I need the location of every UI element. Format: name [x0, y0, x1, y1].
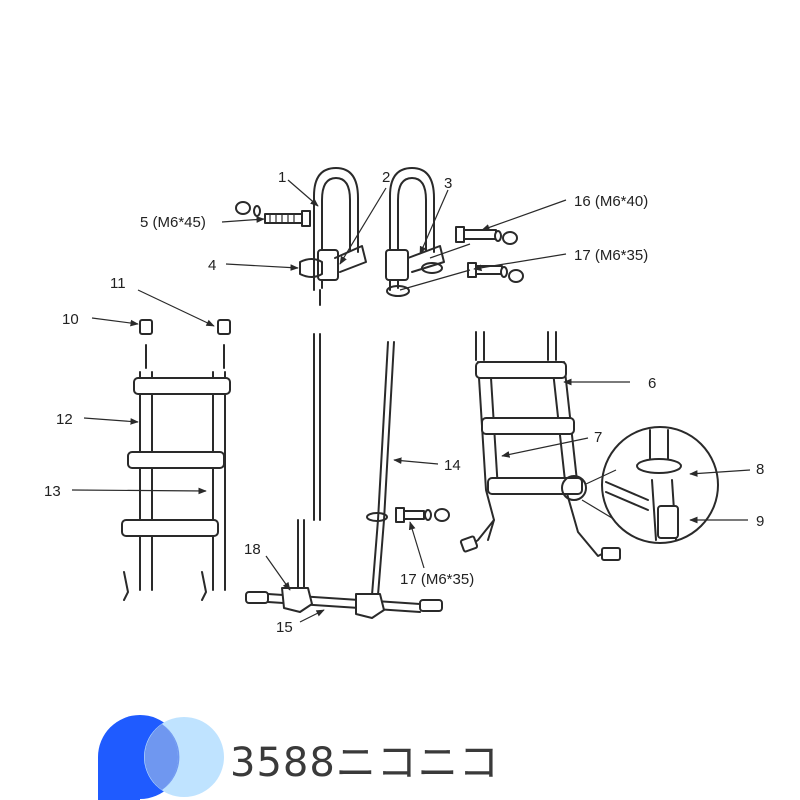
label-17-top: 17 (M6*35)	[574, 247, 648, 264]
callout-labels: 1 2 3 4 5 (M6*45) 16 (M6*40) 17 (M6*35) …	[44, 169, 764, 636]
label-10: 10	[62, 311, 79, 328]
label-8: 8	[756, 461, 764, 478]
detail-zoom-circle	[601, 426, 719, 544]
label-14: 14	[444, 457, 461, 474]
right-ladder	[459, 331, 621, 561]
bolt-m6-40	[455, 226, 518, 245]
washer-icon	[253, 205, 261, 217]
bolt-m6-35-bottom	[395, 507, 450, 523]
label-3: 3	[444, 175, 452, 192]
label-4: 4	[208, 257, 216, 274]
label-1: 1	[278, 169, 286, 186]
label-16: 16 (M6*40)	[574, 193, 648, 210]
label-9: 9	[756, 513, 764, 530]
base-foot	[245, 587, 443, 619]
label-17-bottom: 17 (M6*35)	[400, 571, 474, 588]
label-5: 5 (M6*45)	[140, 214, 206, 231]
leader-lines	[71, 179, 751, 623]
label-7: 7	[594, 429, 602, 446]
watermark-logo	[98, 715, 224, 800]
label-13: 13	[44, 483, 61, 500]
label-15: 15	[276, 619, 293, 636]
center-poles	[297, 333, 395, 596]
label-18: 18	[244, 541, 261, 558]
handrail-right	[385, 167, 445, 297]
left-ladder	[121, 319, 231, 601]
handrail-left	[299, 167, 367, 306]
label-12: 12	[56, 411, 73, 428]
label-11: 11	[110, 275, 126, 292]
watermark-text: 3588ニコニコ	[230, 740, 500, 786]
bolt-m6-45	[264, 210, 311, 227]
nut-icon	[235, 201, 251, 215]
label-2: 2	[382, 169, 390, 186]
label-6: 6	[648, 375, 656, 392]
